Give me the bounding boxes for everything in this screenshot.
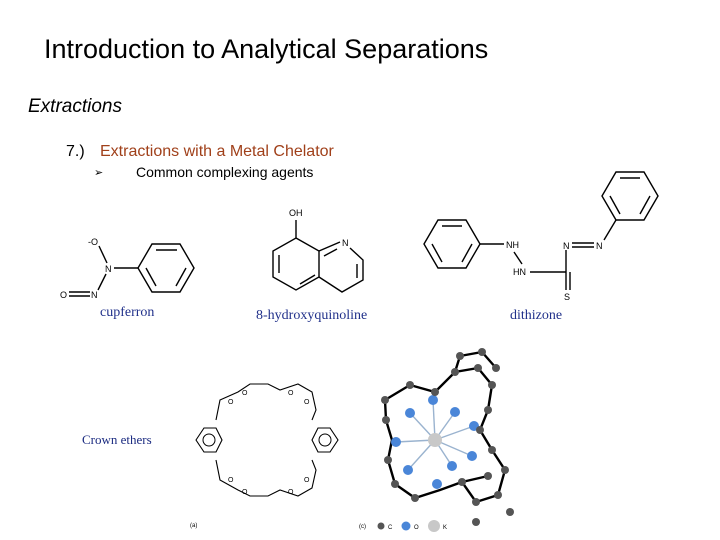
atom-oh: OH <box>289 208 303 218</box>
bond <box>318 241 341 252</box>
bond <box>299 274 316 285</box>
atom-n: N <box>342 238 349 248</box>
potassium-atom <box>428 433 442 447</box>
section-heading: Extractions <box>28 96 122 117</box>
bond <box>461 243 473 263</box>
bond <box>431 243 443 263</box>
atom-o: O <box>228 477 234 484</box>
atom-o: O <box>60 290 67 300</box>
pyridine-ring <box>318 247 364 293</box>
bond <box>639 195 651 215</box>
panel-label: (a) <box>190 523 197 529</box>
cupferron-label: cupferron <box>100 305 155 320</box>
legend-oxygen-swatch <box>401 521 411 531</box>
oxygen-atoms <box>391 395 479 489</box>
legend-label: O <box>414 525 419 531</box>
atom-o: O <box>288 489 294 496</box>
item-heading: Extractions with a Metal Chelator <box>100 143 334 160</box>
atom-nh: NH <box>506 240 519 250</box>
bond <box>145 267 157 287</box>
atom-o: O <box>242 390 248 397</box>
cupferron-structure: -O N O N <box>60 237 195 300</box>
hydroxyquinoline-structure: OH N <box>272 208 364 293</box>
carbon-atoms <box>381 348 514 526</box>
atom-n: N <box>596 241 603 251</box>
crown-ethers-label: Crown ethers <box>82 432 152 447</box>
bullet-text: Common complexing agents <box>136 164 314 180</box>
legend-carbon-swatch <box>377 522 385 530</box>
bond <box>323 248 338 257</box>
crown-ether-panel-a: O O O O O O O O (a) <box>190 383 339 529</box>
bond <box>603 219 617 241</box>
legend-potassium-swatch <box>428 520 440 532</box>
atom-o: O <box>288 390 294 397</box>
hydroxyquinoline-label: 8-hydroxyquinoline <box>256 308 368 323</box>
aromatic-circle <box>202 433 216 447</box>
atom-o: O <box>228 399 234 406</box>
benzene-ring <box>272 237 320 291</box>
atom-o: O <box>304 399 310 406</box>
bullet-arrow-icon: ➢ <box>94 167 104 179</box>
aromatic-circle <box>318 433 332 447</box>
benzene-ring <box>601 171 659 221</box>
atom-n: N <box>563 241 570 251</box>
item-number: 7.) <box>66 143 85 160</box>
atom-o: O <box>304 477 310 484</box>
crown-ring <box>215 383 317 497</box>
bond <box>97 273 107 291</box>
atom-o-minus: -O <box>88 237 98 247</box>
atom-n: N <box>91 290 98 300</box>
atom-n: N <box>105 264 112 274</box>
panel-label: (c) <box>359 524 366 530</box>
legend-label: K <box>443 525 447 531</box>
dithizone-label: dithizone <box>510 308 563 323</box>
atom-hn: HN <box>513 267 526 277</box>
bond <box>175 267 187 287</box>
atom-o: O <box>242 489 248 496</box>
crown-ether-complex-panel-c: (c) C O K <box>359 348 514 532</box>
atom-s: S <box>564 292 570 302</box>
benzene-ring <box>195 427 223 453</box>
bond <box>513 251 523 265</box>
slide-title: Introduction to Analytical Separations <box>44 34 489 64</box>
bond <box>98 245 108 264</box>
benzene-ring <box>311 427 339 453</box>
dithizone-structure: NH HN S N N <box>423 171 659 302</box>
bond <box>609 195 621 215</box>
legend-label: C <box>388 525 393 531</box>
benzene-ring <box>137 243 195 293</box>
